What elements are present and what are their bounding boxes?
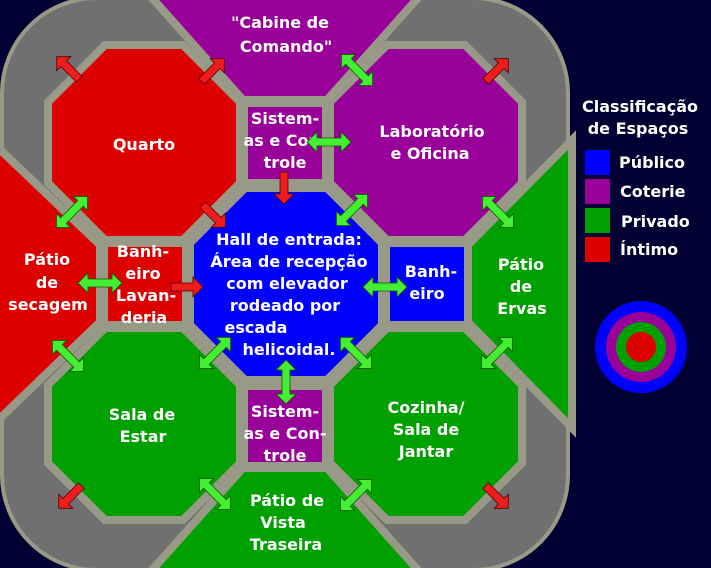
room-sala-estar xyxy=(44,324,244,524)
legend-label-coterie: Coterie xyxy=(620,182,686,201)
label-quarto: Quarto xyxy=(113,135,175,154)
legend-label-intimo: Íntimo xyxy=(620,240,678,259)
legend-label-privado: Privado xyxy=(621,212,690,231)
legend-swatch-privado xyxy=(585,208,610,233)
legend-swatch-publico xyxy=(585,150,610,175)
legend-label-publico: Público xyxy=(619,153,685,172)
label-banheiro-right: Banh-eiro xyxy=(405,262,457,303)
label-sistemas-bottom: Sistem-as e Con-trole xyxy=(243,402,326,465)
legend-swatch-coterie xyxy=(585,179,610,204)
concentric-rings-icon xyxy=(595,301,687,393)
room-sistemas-bottom xyxy=(240,382,330,470)
room-sistemas-top xyxy=(240,99,330,187)
legend-swatch-intimo xyxy=(585,237,610,262)
room-hall xyxy=(186,184,386,384)
label-sistemas-top: Sistem-as e Con-trole xyxy=(243,109,326,172)
